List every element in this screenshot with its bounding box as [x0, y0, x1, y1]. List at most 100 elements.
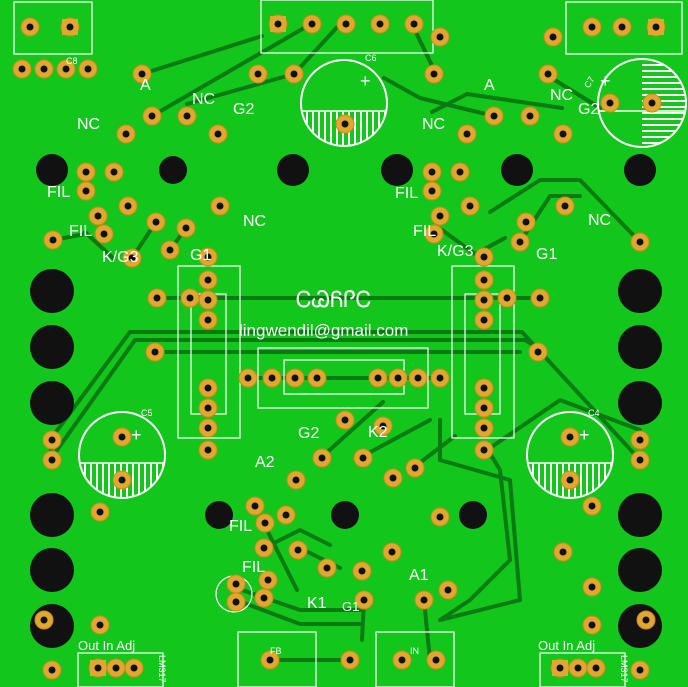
mounting-hole-14 [618, 381, 662, 425]
mounting-hole-19 [331, 501, 359, 529]
drill-hole-38 [152, 218, 160, 226]
drill-hole-71 [480, 446, 488, 454]
label-k2-center: K2 [368, 424, 388, 441]
drill-hole-96 [359, 454, 367, 462]
drill-hole-52 [561, 202, 569, 210]
drill-hole-106 [294, 546, 302, 554]
drill-hole-23 [148, 112, 156, 120]
drill-hole-47 [466, 202, 474, 210]
trace-21 [361, 418, 432, 458]
drill-hole-95 [318, 454, 326, 462]
label-nc-top-right-1: NC [550, 87, 574, 104]
drill-hole-43 [166, 246, 174, 254]
drill-hole-89 [636, 456, 644, 464]
label-fil-left-1: FIL [47, 184, 71, 201]
label-c5: C5 [141, 408, 153, 418]
label-lm317-left: LM317 [157, 655, 167, 683]
label-fb: FB [270, 646, 282, 656]
drill-hole-124 [636, 666, 644, 674]
mounting-hole-3 [381, 154, 413, 186]
drill-hole-65 [480, 276, 488, 284]
square-pad-hole-3 [94, 664, 102, 672]
drill-hole-100 [341, 416, 349, 424]
label-nc-mid-right: NC [588, 212, 612, 229]
drill-hole-24 [183, 112, 191, 120]
square-pad-hole-2 [652, 23, 660, 31]
square-pad-hole-1 [66, 23, 74, 31]
trace-26 [438, 418, 522, 622]
connector-outline-2 [565, 1, 683, 55]
drill-hole-68 [480, 384, 488, 392]
trace-4 [382, 76, 496, 118]
square-pad-hole-0 [274, 20, 282, 28]
drill-hole-9 [376, 20, 384, 28]
drill-hole-94 [436, 513, 444, 521]
drill-hole-66 [480, 296, 488, 304]
label-nc-top-left-2: NC [77, 116, 101, 133]
drill-hole-42 [128, 254, 136, 262]
drill-hole-75 [534, 348, 542, 356]
mounting-hole-18 [205, 501, 233, 529]
label-fil-bottom-1: FIL [229, 518, 253, 535]
drill-hole-59 [204, 404, 212, 412]
drill-hole-127 [398, 656, 406, 664]
drill-hole-123 [642, 616, 650, 624]
drill-hole-131 [130, 664, 138, 672]
drill-hole-126 [346, 656, 354, 664]
label-a2: A2 [255, 454, 275, 471]
drill-hole-103 [282, 511, 290, 519]
drill-hole-116 [360, 596, 368, 604]
trace-8 [48, 330, 642, 462]
trace-23 [268, 528, 332, 547]
label-fil-left-2: FIL [69, 223, 93, 240]
trace-0 [140, 34, 264, 76]
drill-hole-22 [648, 99, 656, 107]
drill-hole-26 [214, 130, 222, 138]
drill-hole-93 [588, 502, 596, 510]
mounting-hole-0 [36, 154, 68, 186]
drill-hole-114 [232, 598, 240, 606]
drill-hole-3 [40, 65, 48, 73]
drill-hole-91 [566, 476, 574, 484]
label-g2-top-left: G2 [233, 101, 255, 118]
label-a-top-right: A [484, 77, 495, 94]
label-g1-bottom: G1 [342, 599, 360, 614]
drill-hole-58 [204, 384, 212, 392]
connector-outline-0 [13, 1, 93, 55]
trace-25 [234, 598, 364, 626]
drill-hole-98 [411, 464, 419, 472]
drill-hole-25 [122, 130, 130, 138]
label-regulator-pins-right: Out In Adj [538, 638, 596, 653]
drill-hole-73 [536, 294, 544, 302]
mounting-hole-1 [159, 156, 187, 184]
drill-hole-76 [244, 374, 252, 382]
drill-hole-108 [358, 567, 366, 575]
drill-hole-74 [151, 348, 159, 356]
label-nc-top-right-2: NC [422, 116, 446, 133]
drill-hole-112 [260, 594, 268, 602]
drill-hole-77 [268, 374, 276, 382]
drill-hole-33 [110, 168, 118, 176]
drill-hole-85 [566, 433, 574, 441]
label-lm317-right: LM317 [619, 655, 629, 683]
trace-11 [83, 230, 115, 260]
drill-hole-4 [62, 65, 70, 73]
drill-hole-128 [432, 656, 440, 664]
drill-hole-102 [251, 502, 259, 510]
capacitor-c6-outline [300, 59, 388, 147]
drill-hole-134 [592, 664, 600, 672]
drill-hole-32 [82, 168, 90, 176]
drill-hole-45 [456, 168, 464, 176]
label-k-g3-right: K/G3 [437, 243, 474, 260]
drill-hole-5 [84, 65, 92, 73]
mounting-hole-6 [30, 269, 74, 313]
drill-hole-57 [204, 316, 212, 324]
drill-hole-55 [204, 276, 212, 284]
mounting-hole-8 [30, 381, 74, 425]
drill-hole-19 [430, 70, 438, 78]
drill-hole-39 [182, 224, 190, 232]
mounting-hole-16 [618, 548, 662, 592]
connector-outline-7 [257, 347, 429, 409]
